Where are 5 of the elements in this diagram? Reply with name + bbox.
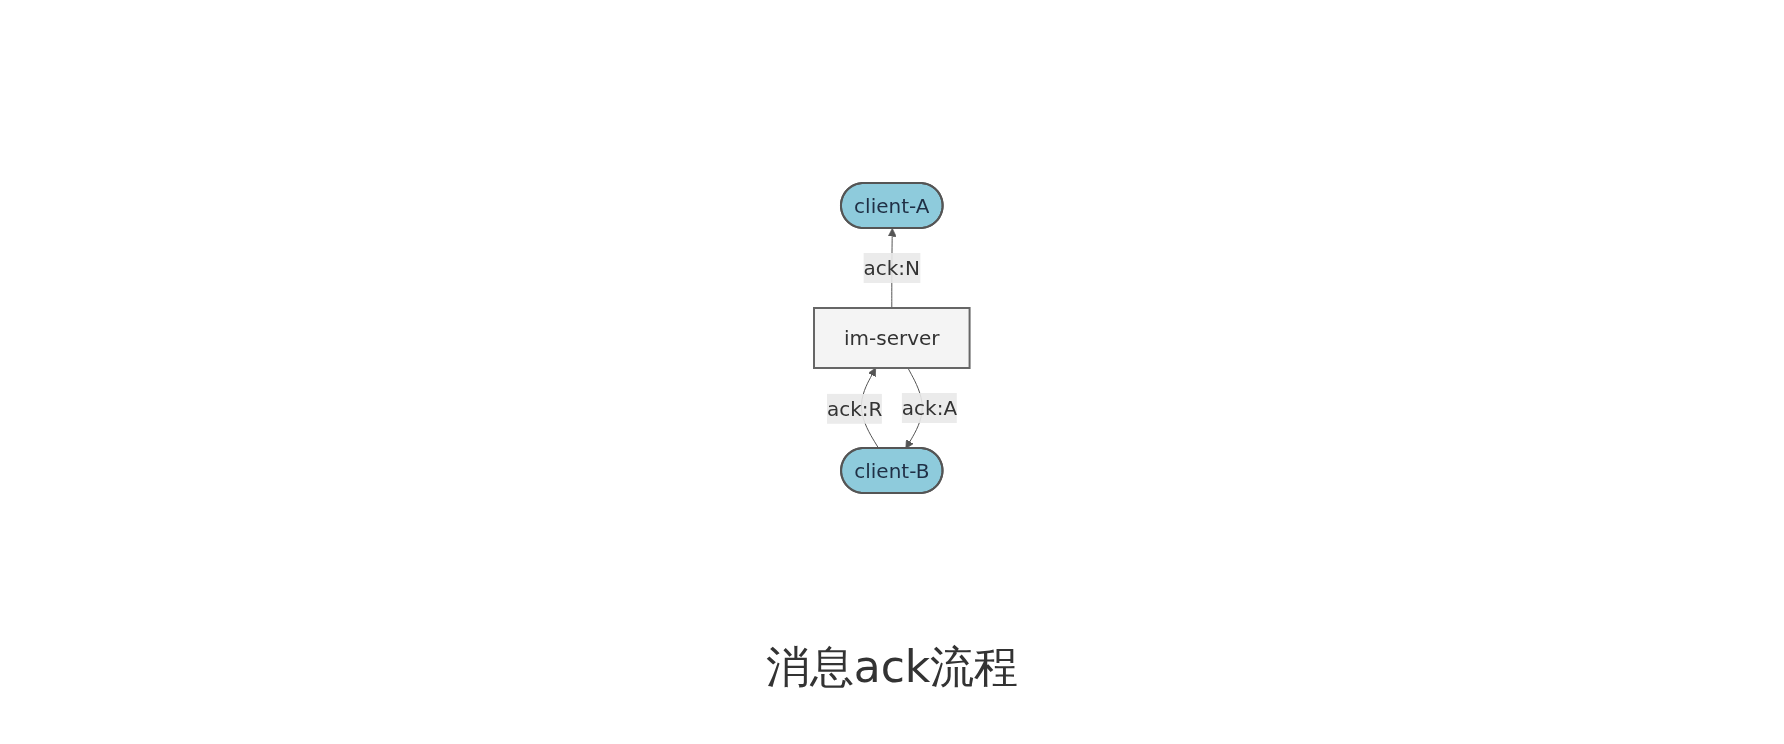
edge-label: ack:N [863,255,921,280]
edge-label: ack:A [902,395,958,420]
diagram-caption: 消息ack流程 [765,639,1019,694]
node-box: im-server [813,306,971,369]
edge-label: ack:R [827,396,883,421]
